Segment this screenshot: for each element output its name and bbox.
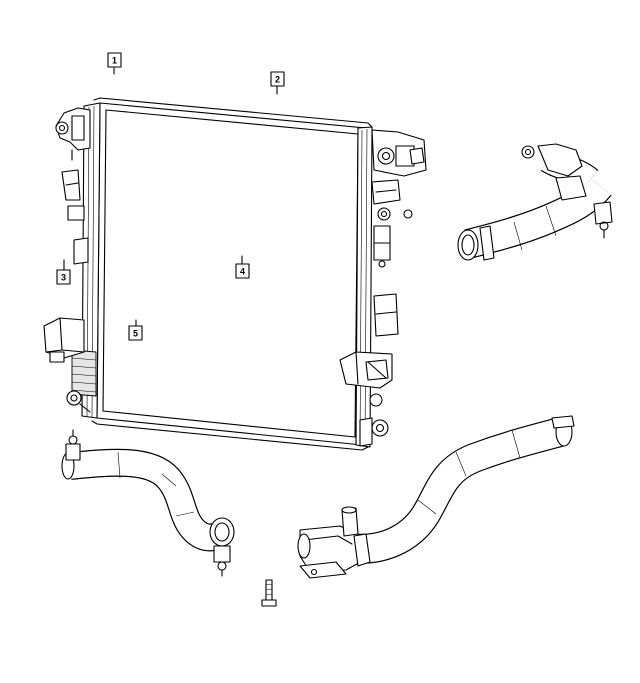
right-tank [339,126,427,448]
radiator-top-rail [93,97,373,128]
callout-3: 3 [56,259,71,285]
upper-hose [457,143,613,261]
left-tank [55,102,101,419]
callout-3-label: 3 [61,273,66,283]
callout-2-label: 2 [275,75,280,85]
callout-1-label: 1 [112,56,117,66]
callout-4-label: 4 [240,267,245,277]
radiator-core-inner [102,109,359,438]
radiator-core [96,102,367,446]
callout-1: 1 [107,52,122,75]
callout-2: 2 [270,71,285,95]
lower-hose-left [61,429,235,577]
left-reservoir [43,317,85,363]
lower-hose-right [297,415,575,579]
radiator-bottom-rail [91,420,369,451]
bolt [261,579,277,607]
radiator-assembly [43,97,427,451]
callout-5-label: 5 [133,329,138,339]
callout-5: 5 [128,319,143,341]
callout-4: 4 [235,255,250,279]
